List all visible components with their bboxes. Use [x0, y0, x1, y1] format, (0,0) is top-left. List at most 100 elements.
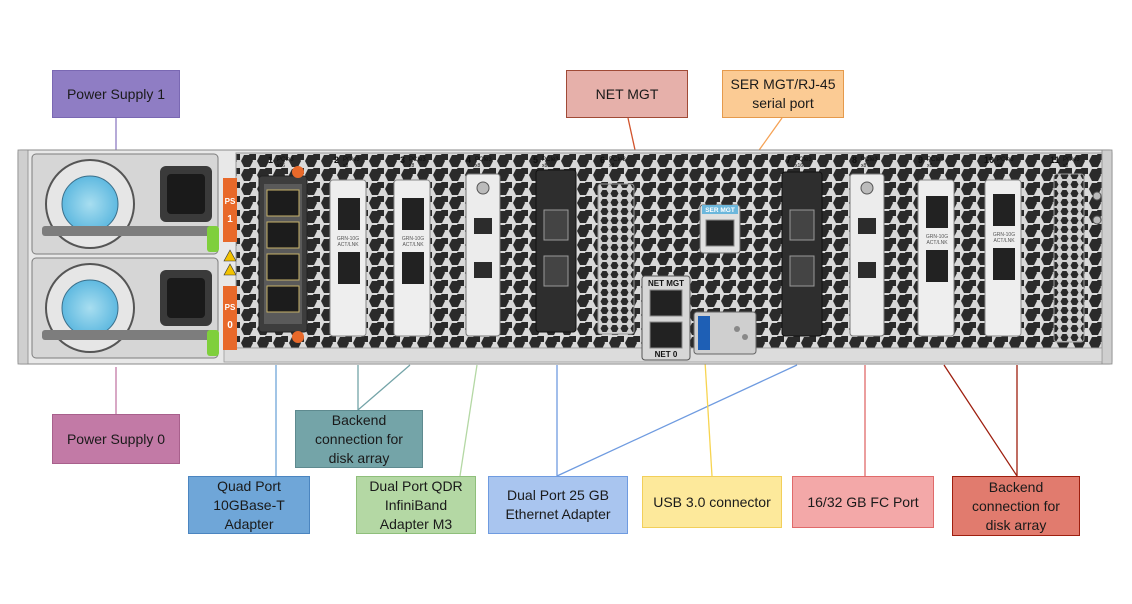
- leader-usb: [703, 344, 713, 477]
- slot-number: 5: [533, 155, 538, 165]
- power-supply-1-unit: [31, 153, 219, 255]
- card-grn-text: GRN-10G: [926, 234, 948, 240]
- callout-fc-port: 16/32 GB FC Port: [792, 476, 934, 528]
- ser-mgt-block: SER MGT: [699, 204, 741, 254]
- slot-width: x8: [409, 163, 415, 169]
- rj45-port: [266, 285, 300, 313]
- slot-number: 8: [852, 155, 857, 165]
- slot-label: PCIe3: [861, 157, 878, 163]
- card-grn-text: GRN-10G: [402, 236, 424, 242]
- card-grn-text: GRN-10G: [993, 232, 1015, 238]
- usb-port: [698, 316, 710, 350]
- slot-6-filler: [597, 183, 635, 335]
- qdr-card: [849, 173, 885, 337]
- slot-label: PCIe3: [409, 157, 426, 163]
- power-inlet-icon: [167, 174, 205, 214]
- ps0-tab-label: PS: [225, 303, 236, 312]
- card-act-text: ACT/LNK: [337, 242, 359, 248]
- usb-block: [693, 311, 757, 355]
- callout-quad-port: Quad Port 10GBase-T Adapter: [188, 476, 310, 534]
- slot-width: x8: [861, 163, 867, 169]
- status-led-icon: [742, 334, 748, 340]
- slot-label: PCIe3: [997, 157, 1014, 163]
- leader-qdr: [459, 364, 478, 477]
- card-act-text: ACT/LNK: [402, 242, 424, 248]
- net0-port: [649, 321, 683, 349]
- ser-mgt-port: [705, 219, 735, 247]
- slot-width: x8: [997, 163, 1003, 169]
- callout-backend-right: Backend connection for disk array: [952, 476, 1080, 536]
- fc-card-slot-3: GRN-10G ACT/LNK: [393, 179, 431, 337]
- net-mgt-port-label: NET MGT: [648, 279, 684, 288]
- slot-width: x8: [1063, 163, 1069, 169]
- ps0-tab-num: 0: [227, 320, 233, 331]
- slot-label: PCIe3: [795, 157, 812, 163]
- power-inlet-icon: [167, 278, 205, 318]
- slot-label: PCIe3: [542, 157, 559, 163]
- close-icon: [292, 331, 304, 343]
- leader-backend-right: [943, 364, 1018, 479]
- card-act-text: ACT/LNK: [926, 240, 948, 246]
- card-grn-text: GRN-10G: [337, 236, 359, 242]
- slot-number: 2: [334, 155, 339, 165]
- fc-card-slot-2: GRN-10G ACT/LNK: [329, 179, 367, 337]
- slot-number: 10: [984, 155, 994, 165]
- callout-usb: USB 3.0 connector: [642, 476, 782, 528]
- ps-tabs: PS 1 PS 0: [223, 178, 237, 350]
- slot-number: 6: [600, 155, 605, 165]
- slot-label: PCIe3: [927, 157, 944, 163]
- callout-dual-qdr: Dual Port QDR InfiniBand Adapter M3: [356, 476, 476, 534]
- ps1-tab-num: 1: [227, 214, 233, 225]
- card-act-text: ACT/LNK: [993, 238, 1015, 244]
- slot-width: x16: [795, 163, 803, 169]
- slot-number: 3: [400, 155, 405, 165]
- status-led-icon: [734, 326, 740, 332]
- slot-label: PCIe3: [475, 157, 492, 163]
- rj45-port: [266, 189, 300, 217]
- quad-port-card: [258, 166, 308, 343]
- slot-number: 4: [466, 155, 471, 165]
- slot-width: x16: [277, 163, 285, 169]
- dual-25gb-card: [535, 169, 577, 333]
- ser-mgt-port-label: SER MGT: [705, 207, 735, 214]
- slot-label: PCIe3: [1063, 157, 1080, 163]
- fc-card-slot-9: GRN-10G ACT/LNK: [917, 179, 955, 337]
- rj45-port: [266, 253, 300, 281]
- slot-width: x8: [343, 163, 349, 169]
- slot-width: x8: [475, 163, 481, 169]
- callout-power-supply-0: Power Supply 0: [52, 414, 180, 464]
- slot-number: 7: [786, 155, 791, 165]
- callout-backend-left: Backend connection for disk array: [295, 410, 423, 468]
- warning-icon: [223, 249, 237, 262]
- close-icon: [292, 166, 304, 178]
- slot-11-filler: [1053, 173, 1085, 343]
- screw-icon: [1092, 215, 1102, 225]
- screw-icon: [1092, 191, 1102, 201]
- slot-label: PCIe3: [277, 157, 294, 163]
- slot-label: PCIe3: [609, 157, 626, 163]
- net0-port-label: NET 0: [655, 350, 678, 359]
- leader-backend-left: [357, 364, 411, 412]
- dual-25gb-card: [781, 171, 823, 337]
- slot-width: x8: [609, 163, 615, 169]
- slot-number: 9: [918, 155, 923, 165]
- net-mgt-block: NET MGT NET 0: [641, 275, 691, 361]
- ps1-tab-label: PS: [225, 197, 236, 206]
- slot-width: x8: [927, 163, 933, 169]
- slot-label: PCIe3: [343, 157, 360, 163]
- leader-25gb-b: [556, 364, 798, 477]
- callout-dual-25gb: Dual Port 25 GB Ethernet Adapter: [488, 476, 628, 534]
- net-mgt-port: [649, 289, 683, 317]
